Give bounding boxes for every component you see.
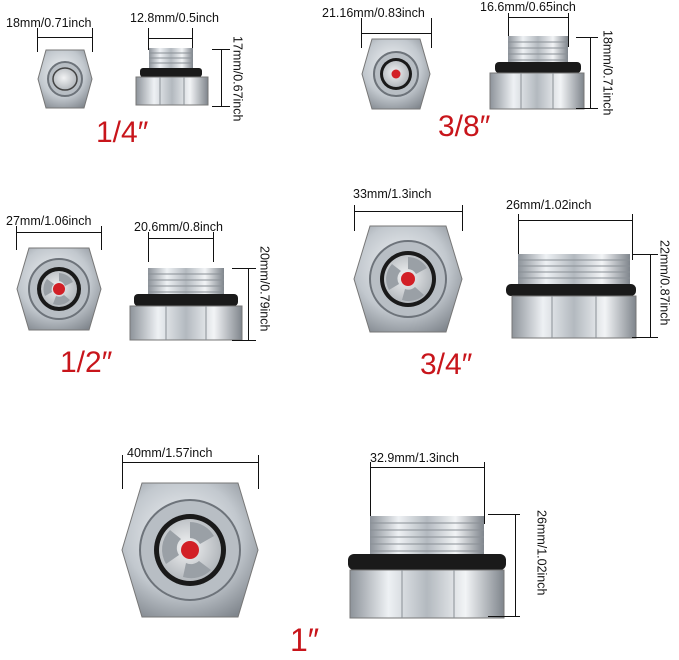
face-width-label: 21.16mm/0.83inch <box>322 6 425 20</box>
size-label: 1″ <box>290 622 320 658</box>
height-label: 18mm/0.71inch <box>600 30 615 116</box>
size-label: 1/4″ <box>96 116 149 149</box>
face-width-label: 40mm/1.57inch <box>127 446 213 460</box>
thread-width-label: 16.6mm/0.65inch <box>480 0 576 14</box>
plug-side-view <box>129 268 243 341</box>
plug-side-view <box>489 36 585 110</box>
height-label: 26mm/1.02inch <box>534 510 549 596</box>
height-label: 22mm/0.87inch <box>657 240 672 326</box>
plug-side-view <box>135 48 209 106</box>
thread-width-label: 20.6mm/0.8inch <box>134 220 223 234</box>
plug-front-view <box>361 38 431 110</box>
size-label: 3/8″ <box>438 110 491 143</box>
plug-front-view <box>121 482 259 618</box>
size-label: 1/2″ <box>60 346 113 379</box>
face-width-label: 27mm/1.06inch <box>6 214 92 228</box>
face-width-label: 33mm/1.3inch <box>353 187 432 201</box>
plug-front-view <box>37 49 93 109</box>
thread-width-label: 12.8mm/0.5inch <box>130 11 219 25</box>
plug-side-view <box>348 516 506 619</box>
height-label: 17mm/0.67inch <box>230 36 245 122</box>
plug-front-view <box>353 225 463 333</box>
size-label: 3/4″ <box>420 348 473 381</box>
thread-width-label: 26mm/1.02inch <box>506 198 592 212</box>
face-width-label: 18mm/0.71inch <box>6 16 92 30</box>
thread-width-label: 32.9mm/1.3inch <box>370 451 459 465</box>
plug-front-view <box>16 247 102 331</box>
height-label: 20mm/0.79inch <box>257 246 272 332</box>
plug-side-view <box>506 254 637 339</box>
